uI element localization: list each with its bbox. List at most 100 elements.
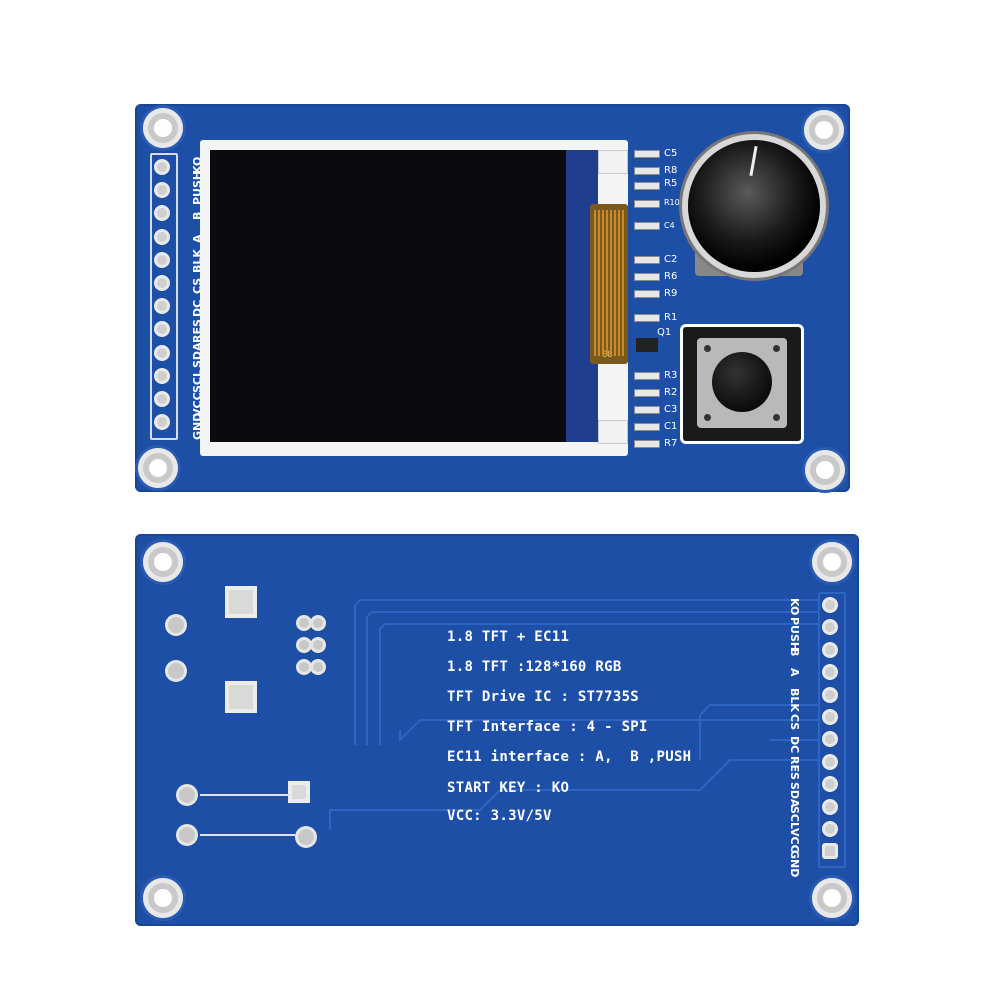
header-pin bbox=[825, 734, 835, 745]
label-r5: R5 bbox=[664, 178, 678, 189]
header-pin bbox=[825, 801, 835, 812]
spec-title: 1.8 TFT + EC11 bbox=[447, 629, 570, 645]
header-pin bbox=[157, 324, 167, 335]
switch-rivet bbox=[704, 345, 711, 352]
spec-drive-ic: TFT Drive IC : ST7735S bbox=[447, 689, 640, 705]
lcd-clip bbox=[598, 420, 628, 444]
header-pin bbox=[157, 162, 167, 172]
flex-trace bbox=[598, 210, 600, 356]
label-c4: C4 bbox=[664, 221, 675, 230]
solder-pad bbox=[229, 590, 253, 614]
back-label-a: A bbox=[788, 668, 801, 677]
label-r3: R3 bbox=[664, 370, 678, 381]
label-r9: R9 bbox=[664, 288, 678, 299]
flex-trace bbox=[606, 210, 608, 356]
label-r10: R10 bbox=[664, 198, 680, 207]
header-pin bbox=[157, 347, 167, 358]
back-label-blk: BLK bbox=[788, 688, 801, 712]
header-pin bbox=[825, 622, 835, 633]
solder-pad bbox=[313, 618, 323, 628]
label-q1: Q1 bbox=[657, 327, 672, 338]
header-pin bbox=[825, 689, 835, 700]
back-label-res: RES bbox=[788, 756, 801, 780]
smd-part bbox=[634, 406, 660, 414]
smd-part bbox=[634, 150, 660, 158]
smd-part bbox=[634, 314, 660, 322]
smd-part bbox=[634, 182, 660, 190]
push-button[interactable] bbox=[712, 352, 772, 412]
wire-link bbox=[200, 834, 295, 836]
switch-rivet bbox=[773, 414, 780, 421]
solder-pad bbox=[179, 827, 195, 843]
solder-pad bbox=[313, 662, 323, 672]
solder-pad bbox=[168, 663, 184, 679]
smd-part bbox=[634, 440, 660, 448]
mount-hole bbox=[812, 542, 852, 582]
pin-header-back bbox=[818, 592, 846, 868]
solder-pad bbox=[292, 785, 306, 799]
mount-hole bbox=[138, 448, 178, 488]
lcd-flex-cable: 08 bbox=[590, 204, 628, 364]
lcd-screen bbox=[210, 150, 566, 442]
label-c3: C3 bbox=[664, 404, 678, 415]
solder-pad bbox=[299, 662, 309, 672]
solder-pad bbox=[168, 617, 184, 633]
header-pin bbox=[825, 824, 835, 834]
flex-trace bbox=[610, 210, 612, 356]
header-pin bbox=[825, 600, 835, 610]
mount-hole bbox=[812, 878, 852, 918]
smd-part bbox=[634, 290, 660, 298]
label-c1: C1 bbox=[664, 421, 678, 432]
label-r1: R1 bbox=[664, 312, 678, 323]
back-label-sda: SDA bbox=[788, 782, 801, 808]
flex-trace bbox=[614, 210, 616, 356]
header-pin bbox=[157, 185, 167, 196]
smd-part bbox=[634, 256, 660, 264]
label-r8: R8 bbox=[664, 165, 678, 176]
spec-vcc: VCC: 3.3V/5V bbox=[447, 808, 552, 824]
solder-pad bbox=[298, 829, 314, 845]
smd-part bbox=[634, 167, 660, 175]
smd-part bbox=[634, 222, 660, 230]
back-label-dc: DC bbox=[788, 736, 801, 754]
switch-rivet bbox=[773, 345, 780, 352]
label-c5: C5 bbox=[664, 148, 678, 159]
header-pin bbox=[157, 208, 167, 219]
solder-pad bbox=[299, 640, 309, 650]
header-pin bbox=[157, 231, 167, 242]
header-pin bbox=[825, 644, 835, 655]
label-c2: C2 bbox=[664, 254, 678, 265]
smd-part bbox=[634, 423, 660, 431]
mount-hole bbox=[143, 878, 183, 918]
back-label-gnd: GND bbox=[788, 850, 801, 878]
mount-hole bbox=[804, 110, 844, 150]
mount-hole bbox=[143, 108, 183, 148]
header-pin bbox=[157, 301, 167, 312]
flex-trace bbox=[594, 210, 596, 356]
smd-part bbox=[634, 273, 660, 281]
smd-part bbox=[634, 372, 660, 380]
transistor-q1 bbox=[636, 338, 658, 352]
pin-header-front bbox=[150, 153, 178, 440]
header-pin bbox=[157, 394, 167, 404]
header-pin bbox=[157, 254, 167, 265]
flex-trace bbox=[602, 210, 604, 356]
spec-interface: TFT Interface : 4 - SPI bbox=[447, 719, 648, 735]
solder-pad bbox=[229, 685, 253, 709]
mount-hole bbox=[143, 542, 183, 582]
back-label-cs: CS bbox=[788, 714, 801, 731]
solder-pad bbox=[313, 640, 323, 650]
back-label-push: PUSH bbox=[788, 617, 801, 652]
header-pin bbox=[825, 756, 835, 767]
spec-ec11: EC11 interface : A, B ,PUSH bbox=[447, 749, 692, 765]
label-r6: R6 bbox=[664, 271, 678, 282]
header-pin bbox=[157, 417, 167, 428]
label-r2: R2 bbox=[664, 387, 678, 398]
header-pin bbox=[825, 667, 835, 678]
back-label-scl: SCL bbox=[788, 806, 801, 830]
flex-trace bbox=[618, 210, 620, 356]
smd-part bbox=[634, 389, 660, 397]
label-r7: R7 bbox=[664, 438, 678, 449]
spec-resolution: 1.8 TFT :128*160 RGB bbox=[447, 659, 622, 675]
